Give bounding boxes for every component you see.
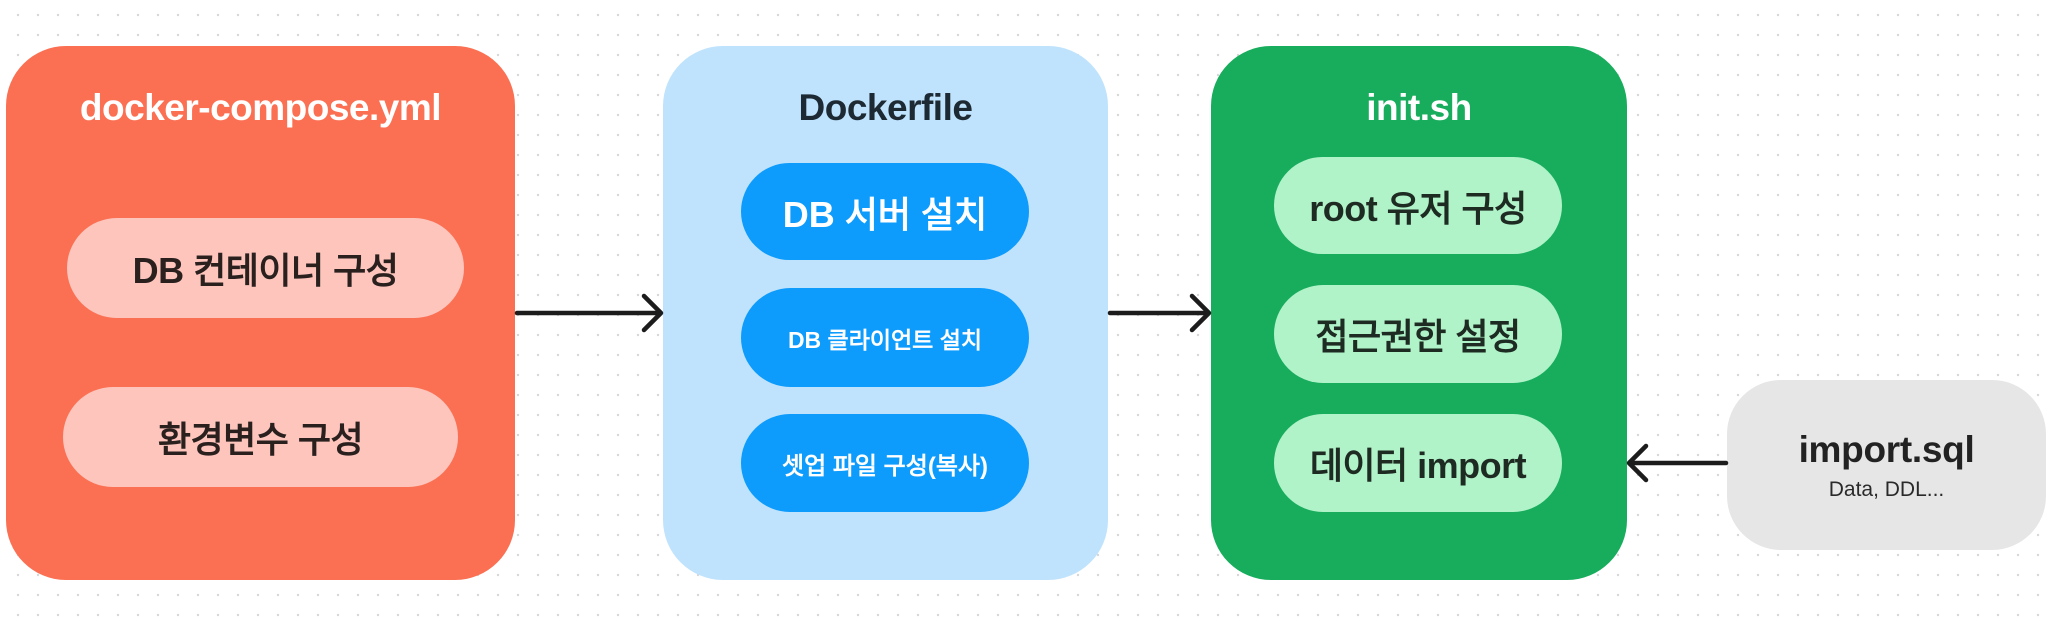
import-sql-title: import.sql xyxy=(1798,429,1975,470)
data-import-step: 데이터 import xyxy=(1274,414,1562,512)
setup-files-copy-step: 셋업 파일 구성(복사) xyxy=(741,414,1029,512)
arrow-dockerfile-to-init xyxy=(1107,293,1212,333)
docker-compose-node: docker-compose.yml DB 컨테이너 구성 환경변수 구성 xyxy=(6,46,515,580)
env-vars-config-step: 환경변수 구성 xyxy=(63,387,458,487)
db-client-install-step: DB 클라이언트 설치 xyxy=(741,288,1029,387)
init-sh-title: init.sh xyxy=(1366,87,1472,128)
import-sql-subtitle: Data, DDL... xyxy=(1828,478,1945,501)
access-permission-step: 접근권한 설정 xyxy=(1274,285,1562,383)
db-container-config-step: DB 컨테이너 구성 xyxy=(67,218,464,318)
arrow-head-icon xyxy=(1189,293,1212,333)
arrow-head-icon xyxy=(641,293,664,333)
arrow-compose-to-dockerfile xyxy=(514,293,664,333)
dockerfile-node: Dockerfile DB 서버 설치 DB 클라이언트 설치 셋업 파일 구성… xyxy=(663,46,1108,580)
arrow-head-icon xyxy=(1626,443,1649,483)
import-sql-node: import.sql Data, DDL... xyxy=(1727,380,2046,550)
init-sh-node: init.sh root 유저 구성 접근권한 설정 데이터 import xyxy=(1211,46,1627,580)
db-server-install-step: DB 서버 설치 xyxy=(741,163,1029,260)
docker-compose-title: docker-compose.yml xyxy=(79,87,442,128)
arrow-import-to-init xyxy=(1626,443,1729,483)
dockerfile-title: Dockerfile xyxy=(798,87,973,128)
root-user-config-step: root 유저 구성 xyxy=(1274,157,1562,254)
